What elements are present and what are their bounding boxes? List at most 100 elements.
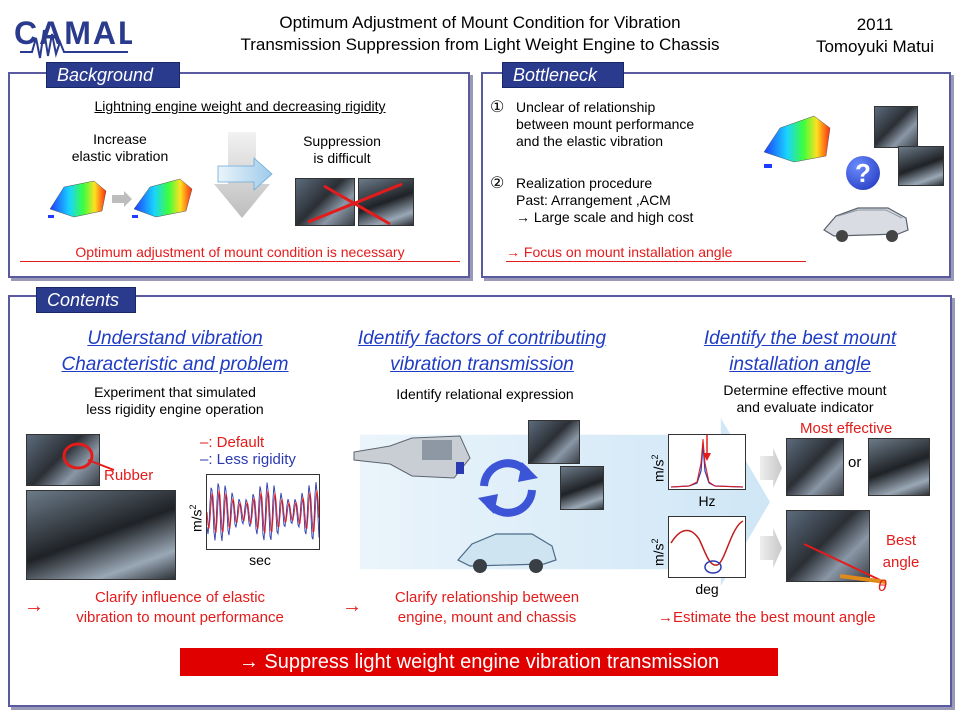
legend-less-text: –: Less rigidity — [200, 451, 296, 468]
item2-line-2: Past: Arrangement ,ACM — [516, 192, 671, 208]
title-line-2: Transmission Suppression from Light Weig… — [240, 35, 720, 54]
col2-clarify-1: Clarify relationship between — [394, 589, 580, 606]
engine-vibration-images — [44, 175, 204, 223]
increase-line-1: Increase — [93, 131, 147, 147]
col1-desc-2: less rigidity engine operation — [86, 401, 264, 417]
legend-default: –: Default — [200, 434, 330, 451]
question-icon: ? — [846, 156, 880, 190]
alternative-mount-photo — [868, 438, 930, 496]
col1-ylabel: m/s2 — [186, 494, 206, 534]
col3-ylabel-bottom: m/s2 — [648, 520, 668, 568]
col2-clarify: Clarify relationship between engine, mou… — [360, 588, 614, 628]
col1-desc: Experiment that simulated less rigidity … — [30, 384, 320, 418]
col3-heading: Identify the best mount installation ang… — [660, 326, 940, 378]
item1-line-2: between mount performance — [516, 116, 695, 132]
best-angle-line-1: Best — [885, 532, 916, 549]
contents-tab: Contents — [36, 287, 136, 313]
page-title: Optimum Adjustment of Mount Condition fo… — [170, 12, 790, 56]
col1-ylabel-text: m/s — [188, 509, 205, 532]
col1-clarify-2: vibration to mount performance — [76, 609, 284, 626]
background-tab: Background — [46, 62, 180, 88]
engine-transmission-image — [350, 428, 474, 488]
col3-ylabel-top-text: m/s — [650, 459, 667, 482]
bottleneck-mount-photo-2 — [898, 146, 944, 186]
legend-default-text: –: Default — [200, 434, 265, 451]
increase-label: Increase elastic vibration — [40, 131, 200, 165]
vibration-waveform — [206, 482, 320, 542]
col2-mount-photo-1 — [528, 420, 580, 464]
background-conclusion: Optimum adjustment of mount condition is… — [20, 244, 460, 262]
col2-heading: Identify factors of contributing vibrati… — [322, 326, 642, 378]
year-author: 2011 Tomoyuki Matui — [800, 14, 950, 58]
suppression-label: Suppression is difficult — [282, 133, 402, 167]
col3-estimate: →Estimate the best mount angle — [658, 609, 876, 626]
col2-heading-2: vibration transmission — [390, 354, 574, 375]
angle-lines-icon — [800, 540, 900, 596]
engine-vibration-image — [760, 108, 840, 172]
author: Tomoyuki Matui — [815, 37, 935, 56]
suppression-line-2: is difficult — [313, 150, 371, 166]
rubber-pointer-icon — [58, 440, 116, 474]
down-right-arrows — [212, 132, 274, 222]
item1-line-3: and the elastic vibration — [516, 133, 664, 149]
col3-desc-1: Determine effective mount — [723, 382, 887, 398]
hz-label: Hz — [698, 493, 716, 509]
col3-ylabel-bottom-sup: 2 — [650, 538, 660, 544]
bottleneck-item-1: Unclear of relationship between mount pe… — [516, 99, 776, 150]
col3-arrow-2 — [760, 528, 782, 568]
deg-label: deg — [695, 581, 719, 597]
final-banner: → Suppress light weight engine vibration… — [180, 648, 778, 676]
suppression-line-1: Suppression — [303, 133, 381, 149]
col3-arrow-1 — [760, 448, 782, 488]
col2-desc: Identify relational expression — [396, 386, 574, 402]
col3-ylabel-top: m/s2 — [648, 440, 668, 484]
cross-mark-icon — [294, 178, 416, 226]
col1-xlabel: sec — [249, 552, 271, 568]
best-angle-line-2: angle — [882, 554, 920, 571]
col1-heading: Understand vibration Characteristic and … — [20, 326, 330, 378]
col2-heading-1: Identify factors of contributing — [357, 328, 607, 349]
col1-heading-1: Understand vibration — [87, 328, 263, 349]
year: 2011 — [856, 15, 894, 34]
col2-clarify-2: engine, mount and chassis — [397, 609, 577, 626]
bottleneck-item-2: Realization procedure Past: Arrangement … — [516, 175, 776, 226]
col2-mount-photo-2 — [560, 466, 604, 510]
best-angle-photo — [786, 510, 870, 582]
col3-ylabel-top-sup: 2 — [650, 454, 660, 460]
col3-ylabel-bottom-text: m/s — [650, 543, 667, 566]
col1-heading-2: Characteristic and problem — [61, 354, 289, 375]
item2-line-3: → Large scale and high cost — [516, 209, 694, 225]
or-label: or — [848, 454, 862, 471]
experiment-rig-photo — [26, 490, 176, 580]
mount-photo-2 — [358, 178, 414, 226]
rubber-label: Rubber — [104, 467, 154, 484]
item1-number: ① — [490, 99, 505, 116]
item1-line-1: Unclear of relationship — [516, 99, 656, 115]
col3-heading-2: installation angle — [729, 354, 871, 375]
col1-ylabel-sup: 2 — [188, 504, 198, 510]
legend-less: –: Less rigidity — [200, 451, 330, 468]
bottleneck-focus: → Focus on mount installation angle — [506, 244, 806, 262]
col3-desc-2: and evaluate indicator — [736, 399, 874, 415]
rubber-mount-photo — [26, 434, 100, 486]
col2-chassis-image — [452, 520, 562, 576]
col1-arrow-icon: → — [24, 595, 44, 617]
vibration-time-chart — [206, 474, 320, 550]
most-effective-photo — [786, 438, 844, 496]
logo-text: CAMAL — [14, 15, 132, 51]
col1-clarify: Clarify influence of elastic vibration t… — [42, 588, 318, 628]
background-subtitle: Lightning engine weight and decreasing r… — [94, 98, 386, 114]
col3-desc: Determine effective mount and evaluate i… — [670, 382, 940, 416]
chassis-image — [818, 196, 914, 244]
chart-legend: –: Default –: Less rigidity — [200, 434, 330, 468]
item2-number: ② — [490, 175, 505, 192]
col2-arrow-icon: → — [342, 595, 362, 617]
col1-desc-1: Experiment that simulated — [94, 384, 256, 400]
most-effective-label: Most effective — [800, 420, 893, 437]
col3-heading-1: Identify the best mount — [703, 328, 897, 349]
item2-line-1: Realization procedure — [516, 175, 653, 191]
best-angle-label: Best angle — [870, 530, 932, 574]
bottleneck-mount-photo-1 — [874, 106, 918, 148]
angle-chart — [668, 516, 746, 578]
frequency-chart — [668, 434, 746, 490]
